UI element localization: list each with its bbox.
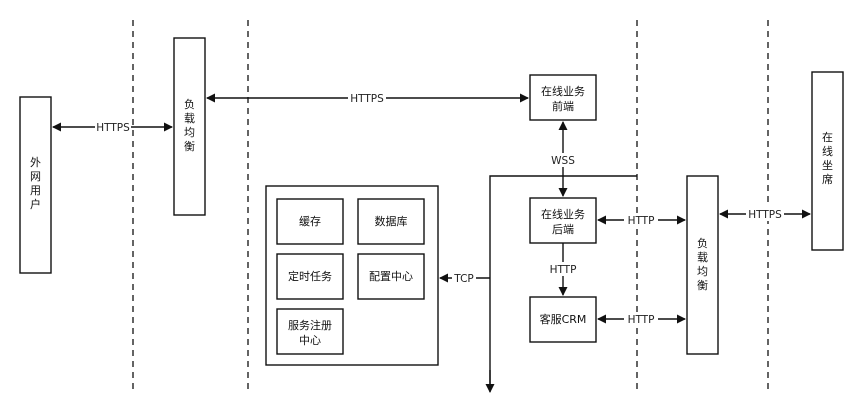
online-agent-label-4: 席 bbox=[822, 172, 833, 186]
external-user-box bbox=[19, 96, 52, 274]
edge-label-backend-lb-right: HTTP bbox=[628, 215, 655, 227]
online-backend-label-1: 在线业务 bbox=[541, 207, 585, 221]
online-frontend-box bbox=[529, 74, 597, 121]
edge-label-backend-crm: HTTP bbox=[550, 264, 577, 276]
lb-right-label-1: 负 bbox=[697, 236, 708, 250]
bus-line bbox=[489, 175, 637, 386]
database-label: 数据库 bbox=[375, 214, 408, 228]
external-user-label-4: 户 bbox=[30, 197, 41, 211]
lb-right-label-3: 均 bbox=[697, 265, 708, 278]
external-user-label-1: 外 bbox=[30, 156, 41, 169]
online-agent-label-3: 坐 bbox=[822, 159, 833, 172]
edge-label-bus-services: TCP bbox=[453, 273, 473, 285]
edge-label-lb-right-agent: HTTPS bbox=[748, 209, 782, 221]
online-frontend-label-1: 在线业务 bbox=[541, 84, 585, 98]
external-user-label-2: 网 bbox=[30, 170, 41, 183]
config-center-box bbox=[357, 253, 425, 300]
scheduled-tasks-box bbox=[276, 253, 344, 300]
edge-label-frontend-backend: WSS bbox=[551, 155, 575, 167]
edge-label-lb-frontend: HTTPS bbox=[350, 93, 384, 105]
lb-right-label-4: 衡 bbox=[697, 279, 708, 292]
config-center-label: 配置中心 bbox=[369, 270, 413, 283]
online-agent-label-1: 在 bbox=[822, 131, 833, 144]
service-registry-label-1: 服务注册 bbox=[288, 318, 332, 332]
service-registry-label-2: 中心 bbox=[299, 334, 321, 347]
lb-left-label-2: 载 bbox=[184, 112, 195, 125]
database-box bbox=[357, 198, 425, 245]
scheduled-tasks-label: 定时任务 bbox=[288, 269, 332, 283]
crm-label: 客服CRM bbox=[540, 312, 587, 326]
edge-label-user-lb: HTTPS bbox=[96, 122, 130, 134]
edge-label-crm-lb-right: HTTP bbox=[628, 314, 655, 326]
crm-box bbox=[529, 296, 597, 343]
online-backend-box bbox=[529, 197, 597, 244]
online-frontend-label-2: 前端 bbox=[552, 99, 574, 113]
cache-label: 缓存 bbox=[299, 214, 321, 228]
external-user-label-3: 用 bbox=[30, 184, 41, 197]
lb-right-label-2: 载 bbox=[697, 251, 708, 264]
cache-box bbox=[276, 198, 344, 245]
online-backend-label-2: 后端 bbox=[552, 223, 574, 236]
lb-left-label-3: 均 bbox=[184, 126, 195, 139]
online-agent-box bbox=[811, 71, 844, 251]
lb-left-label-4: 衡 bbox=[184, 140, 195, 153]
load-balancer-right-box bbox=[686, 175, 719, 355]
online-agent-label-2: 线 bbox=[822, 144, 833, 158]
load-balancer-left-box bbox=[173, 37, 206, 216]
service-registry-box bbox=[276, 308, 344, 355]
lb-left-label-1: 负 bbox=[184, 97, 195, 111]
